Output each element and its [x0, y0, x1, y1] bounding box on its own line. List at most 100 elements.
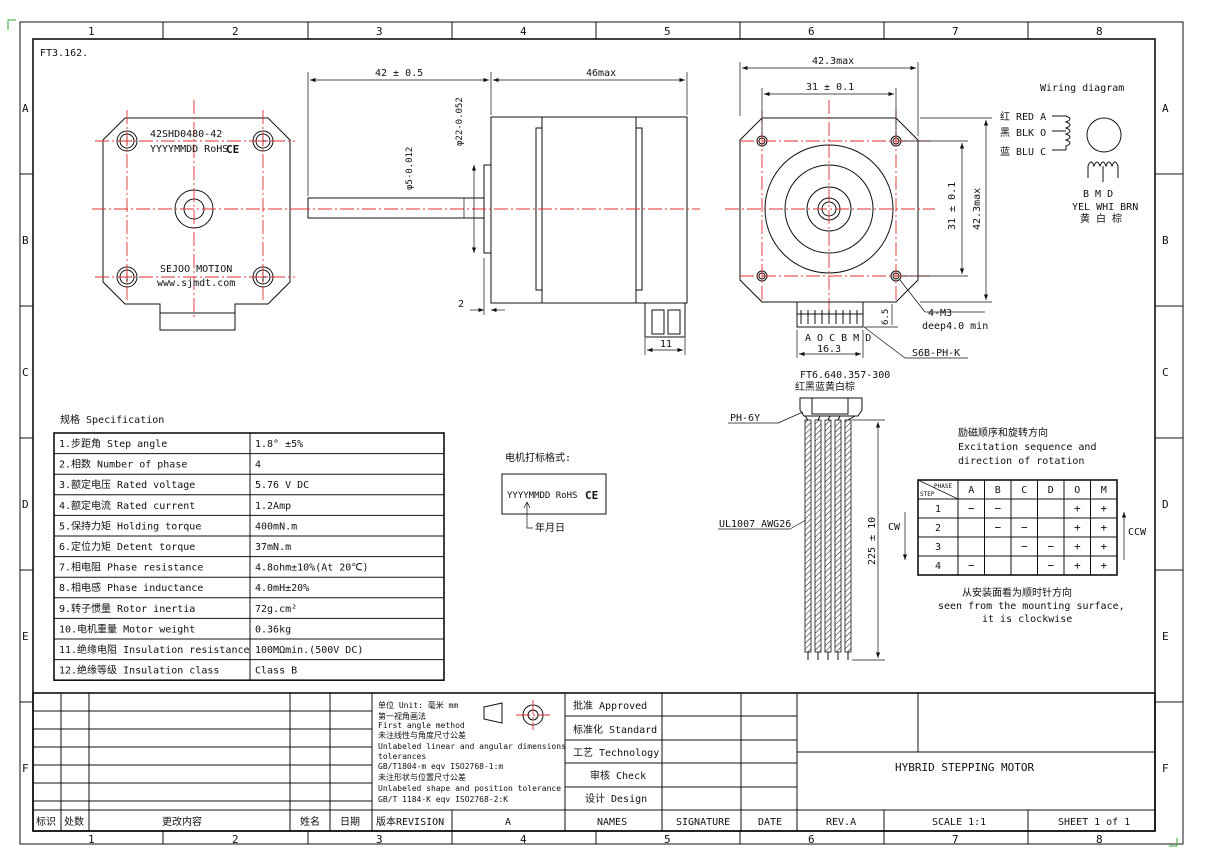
- wire-o-label: 黑 BLK O: [1000, 127, 1046, 139]
- excitation-title-cn: 励磁顺序和旋转方向: [958, 426, 1048, 439]
- motor-side-view: 42 ± 0.5 46max φ22-0.052 φ5-0.012 2 11 F…: [40, 48, 700, 355]
- tb-angle-cn: 第一视角画法: [378, 711, 426, 721]
- zone-col-bottom: 2: [232, 833, 239, 846]
- exc-cell: −: [968, 502, 975, 515]
- ce-mark-icon: CE: [226, 143, 239, 156]
- zone-col-top: 5: [664, 25, 671, 38]
- tb-col-names: NAMES: [597, 817, 627, 828]
- dim-rear-42v-label: 42.3max: [972, 188, 983, 230]
- zone-row-right: D: [1162, 498, 1169, 511]
- zone-row-right: A: [1162, 102, 1169, 115]
- rotation-note-en1: seen from the mounting surface,: [938, 601, 1125, 612]
- spec-row-name: 5.保持力矩 Holding torque: [59, 519, 201, 532]
- motor-front-view: 42SHD0480-42 YYYYMMDD RoHS CE SEJOO MOTI…: [92, 100, 300, 331]
- exc-col-header: M: [1101, 485, 1107, 496]
- dim-phi22-label: φ22-0.052: [455, 97, 465, 146]
- exc-step-label: 1: [935, 504, 941, 515]
- exc-header-step: STEP: [920, 491, 935, 498]
- title-block: 单位 Unit: 毫米 mm 第一视角画法 First angle method…: [32, 692, 1156, 832]
- excitation-sequence: 励磁顺序和旋转方向 Excitation sequence and direct…: [888, 426, 1147, 625]
- dim-rear-42max-label: 42.3max: [812, 56, 854, 67]
- connector-callout: S6B-PH-K: [912, 348, 960, 359]
- zone-col-bottom: 4: [520, 833, 527, 846]
- zone-col-top: 1: [88, 25, 95, 38]
- tb-standard: 标准化 Standard: [573, 723, 657, 736]
- spec-row-name: 9.转子惯量 Rotor inertia: [59, 602, 195, 615]
- excitation-title-en1: Excitation sequence and: [958, 442, 1096, 453]
- ul1007-callout: UL1007 AWG26: [719, 519, 791, 530]
- projection-symbol-icon: [483, 702, 503, 724]
- exc-cell: +: [1100, 521, 1107, 534]
- tb-check: 审核 Check: [590, 769, 646, 782]
- hole-callout-1: 4-M3: [928, 308, 952, 319]
- dim-phi5-label: φ5-0.012: [405, 147, 415, 190]
- dim-rear-65-label: 6.5: [881, 309, 891, 325]
- spec-row-value: 5.76 V DC: [255, 480, 309, 491]
- dim-46max-label: 46max: [586, 68, 616, 79]
- exc-col-header: B: [995, 485, 1001, 496]
- zone-row-left: B: [22, 234, 29, 247]
- rotation-note-en2: it is clockwise: [982, 614, 1072, 625]
- exc-cell: +: [1074, 521, 1081, 534]
- marking-date-note: 年月日: [535, 521, 565, 534]
- spec-row-name: 3.额定电压 Rated voltage: [59, 478, 195, 491]
- cw-label: CW: [888, 522, 901, 533]
- marking-title: 电机打标格式:: [505, 451, 571, 464]
- wire-b-header: B M D: [1083, 189, 1113, 200]
- exc-col-header: A: [968, 485, 974, 496]
- zone-col-top: 8: [1096, 25, 1103, 38]
- spec-row-name: 6.定位力矩 Detent torque: [59, 540, 195, 553]
- tb-tol-cn: 未注线性与角度尺寸公差: [378, 730, 466, 740]
- motor-rear-view: 42.3max 31 ± 0.1 31 ± 0.1 42.3max 6.5 A …: [725, 56, 992, 359]
- exc-cell: +: [1100, 540, 1107, 553]
- exc-cell: +: [1100, 559, 1107, 572]
- spec-row-name: 2.相数 Number of phase: [59, 458, 187, 471]
- exc-cell: −: [1047, 540, 1054, 553]
- spec-row-value: 0.36kg: [255, 624, 291, 635]
- zone-row-left: C: [22, 366, 29, 379]
- zone-row-right: B: [1162, 234, 1169, 247]
- tb-gb2: GB/T 1184-K eqv ISO2768-2:K: [378, 795, 508, 804]
- zone-row-right: E: [1162, 630, 1169, 643]
- wire-bmd-colors: YEL WHI BRN: [1072, 202, 1138, 213]
- ph6y-callout: PH-6Y: [730, 413, 760, 424]
- spec-row-name: 4.额定电流 Rated current: [59, 499, 195, 512]
- spec-row-name: 1.步距角 Step angle: [59, 438, 167, 450]
- exc-cell: −: [994, 502, 1001, 515]
- marking-format: 电机打标格式: YYYYMMDD RoHS CE 年月日: [501, 451, 607, 534]
- front-label-website: www.sjmdt.com: [157, 278, 235, 289]
- exc-cell: −: [1047, 559, 1054, 572]
- exc-cell: +: [1100, 502, 1107, 515]
- zone-row-right: C: [1162, 366, 1169, 379]
- exc-header-phase: PHASE: [934, 483, 952, 490]
- front-label-model: 42SHD0480-42: [150, 129, 222, 140]
- spec-row-value: 4.0mH±20%: [255, 583, 309, 594]
- exc-col-header: C: [1021, 485, 1027, 496]
- exc-cell: +: [1074, 502, 1081, 515]
- exc-col-header: O: [1074, 485, 1080, 496]
- tb-col-name: 姓名: [300, 815, 320, 828]
- exc-cell: +: [1074, 540, 1081, 553]
- zone-col-bottom: 8: [1096, 833, 1103, 846]
- zone-col-bottom: 3: [376, 833, 383, 846]
- dim-rear-31v-label: 31 ± 0.1: [947, 182, 958, 230]
- zone-col-top: 3: [376, 25, 383, 38]
- exc-cell: −: [994, 521, 1001, 534]
- tb-form-cn: 未注形状与位置尺寸公差: [378, 772, 466, 782]
- excitation-title-en2: direction of rotation: [958, 456, 1084, 467]
- exc-cell: −: [968, 559, 975, 572]
- dim-rear-31-label: 31 ± 0.1: [806, 82, 854, 93]
- exc-cell: −: [1021, 521, 1028, 534]
- exc-step-label: 3: [935, 542, 941, 553]
- tb-design: 设计 Design: [585, 792, 647, 805]
- spec-row-value: 1.2Amp: [255, 501, 291, 512]
- zone-col-bottom: 7: [952, 833, 959, 846]
- zone-col-bottom: 1: [88, 833, 95, 846]
- wire-c-label: 蓝 BLU C: [1000, 146, 1046, 158]
- cable-assembly: FT6.640.357-300 红黑蓝黄白棕 PH-6Y UL1007 AWG2…: [718, 370, 890, 661]
- spec-row-value: 100MΩmin.(500V DC): [255, 645, 363, 656]
- tb-technology: 工艺 Technology: [573, 747, 659, 759]
- zone-col-top: 4: [520, 25, 527, 38]
